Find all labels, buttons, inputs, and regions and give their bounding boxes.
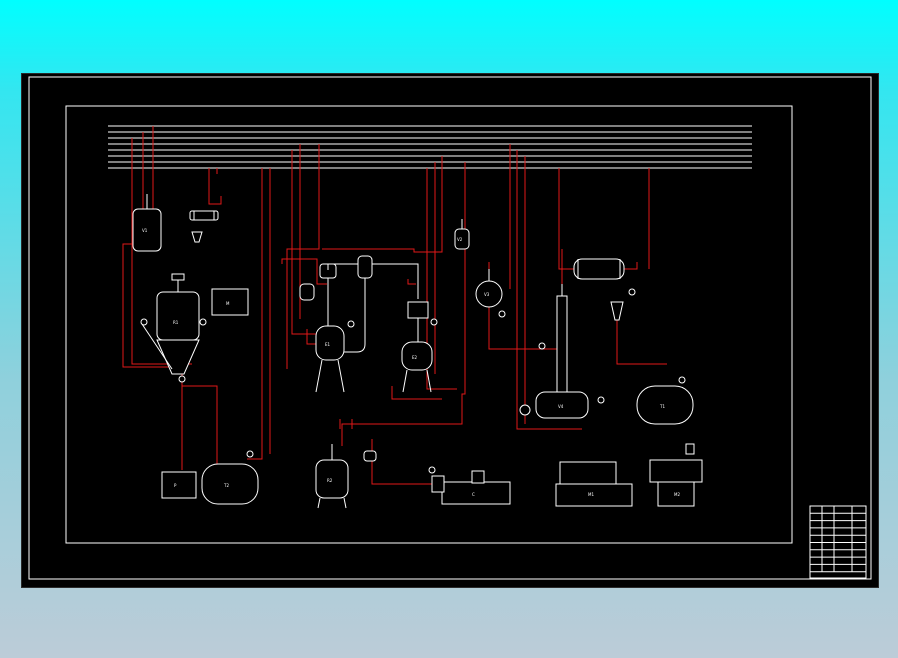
- funnel-filter[interactable]: [610, 288, 636, 321]
- pipe: [407, 279, 416, 285]
- reactor[interactable]: R1: [140, 273, 207, 383]
- motor-box[interactable]: M: [211, 288, 249, 316]
- equipment-tag: T2: [223, 483, 229, 488]
- cad-drawing-area[interactable]: V1 R1 M: [21, 73, 879, 588]
- process-flow-diagram: V1 R1 M: [28, 76, 872, 580]
- equipment-tag: T1: [659, 404, 665, 409]
- equipment-tag: V3: [484, 292, 490, 297]
- pipe: [208, 168, 222, 205]
- heat-exchanger[interactable]: [189, 210, 219, 221]
- utility-header-lines: [108, 125, 752, 169]
- equipment-tag: M: [226, 301, 230, 306]
- feed-box[interactable]: P: [161, 471, 197, 499]
- mixing-tank[interactable]: R2: [315, 444, 377, 509]
- equipment-tag: V4: [558, 404, 564, 409]
- packing-machine[interactable]: M2: [649, 443, 703, 507]
- vertical-tank[interactable]: V1: [132, 194, 162, 252]
- pipe: [286, 144, 320, 369]
- receiver-vessel[interactable]: V3: [475, 269, 506, 318]
- outer-frame: [28, 76, 872, 580]
- pipe: [391, 386, 442, 400]
- evaporator[interactable]: E1: [315, 263, 355, 393]
- pipe: [281, 258, 327, 285]
- title-block: [809, 505, 867, 579]
- pipe: [322, 156, 443, 253]
- equipment: V1 R1 M: [132, 194, 703, 509]
- pipe: [426, 168, 457, 390]
- filter[interactable]: [191, 231, 203, 243]
- vapor-separator[interactable]: [327, 255, 419, 353]
- inner-frame: [65, 105, 793, 544]
- horizontal-tank[interactable]: T2: [201, 450, 259, 505]
- equipment-tag: P: [174, 483, 177, 488]
- storage-tank[interactable]: T1: [636, 376, 694, 425]
- condensate-vessel[interactable]: V2: [454, 219, 470, 250]
- distillation-column[interactable]: [538, 284, 568, 397]
- evaporator[interactable]: E2: [401, 301, 438, 393]
- equipment-tag: R2: [327, 478, 333, 483]
- pipe: [371, 439, 437, 485]
- equipment-tag: M1: [588, 492, 594, 497]
- equipment-tag: C: [472, 492, 475, 497]
- equipment-tag: V1: [142, 228, 148, 233]
- horizontal-drum[interactable]: [573, 258, 625, 280]
- reboiler-drum[interactable]: V4: [519, 391, 605, 419]
- pipe: [516, 150, 582, 430]
- pipe: [182, 385, 218, 464]
- pipe: [488, 262, 557, 350]
- small-vessel[interactable]: [299, 283, 315, 301]
- equipment-tag: V2: [457, 237, 463, 242]
- equipment-tag: R1: [173, 320, 179, 325]
- pipe: [247, 168, 263, 460]
- pipe: [122, 132, 182, 368]
- processing-machine[interactable]: M1: [555, 461, 633, 507]
- process-piping: [122, 126, 667, 485]
- pipe: [341, 162, 466, 446]
- equipment-tag: E1: [325, 342, 331, 347]
- pipe: [558, 168, 638, 270]
- pipe: [616, 309, 667, 365]
- equipment-tag: E2: [412, 355, 418, 360]
- conveyor[interactable]: C: [428, 466, 511, 505]
- equipment-tag: M2: [674, 492, 680, 497]
- pipe: [291, 150, 322, 335]
